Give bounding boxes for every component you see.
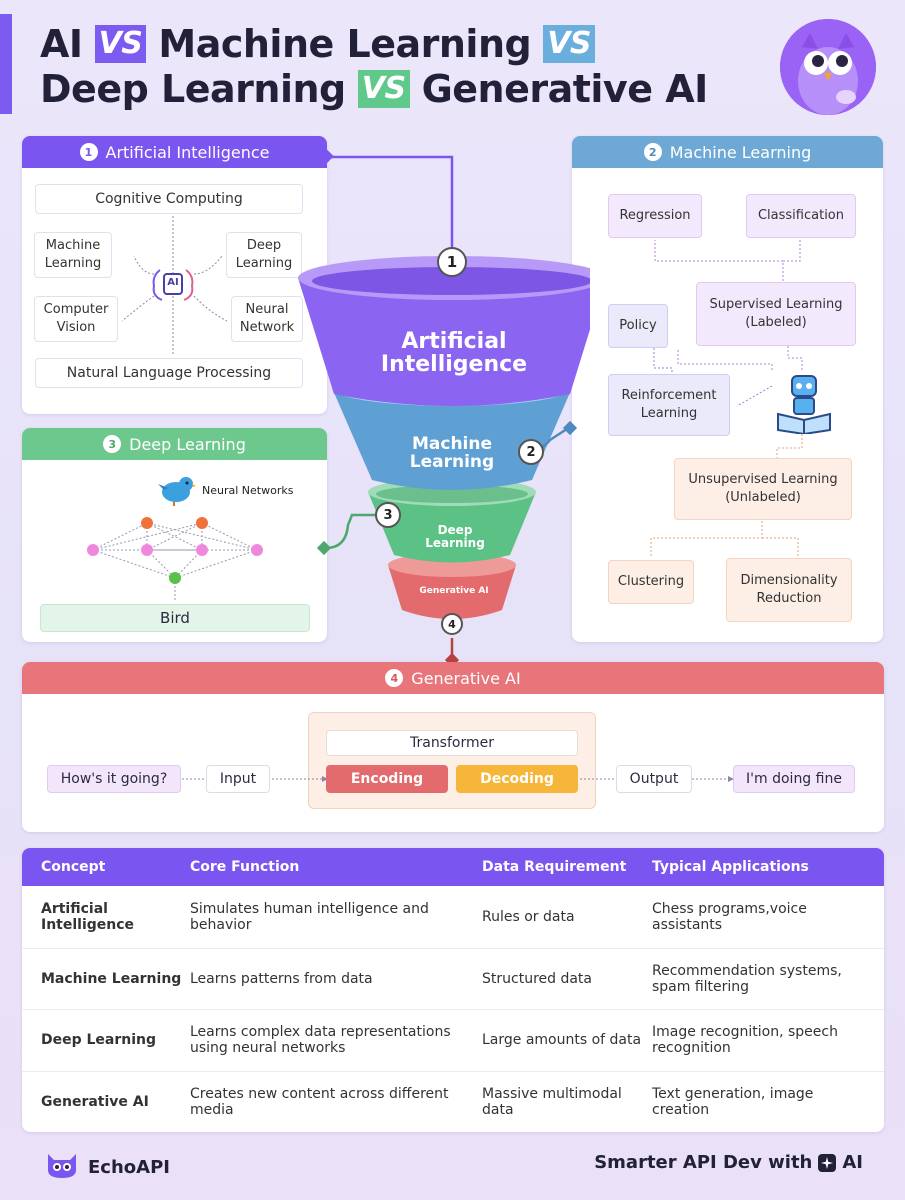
brand-name: EchoAPI <box>88 1157 170 1178</box>
vs-badge: VS <box>94 25 147 63</box>
dl-card-header: 3 Deep Learning <box>22 428 327 460</box>
policy-box: Policy <box>608 304 668 348</box>
table-row: Machine Learning Learns patterns from da… <box>22 947 884 1010</box>
ai-card-title: Artificial Intelligence <box>105 142 270 162</box>
title-accent-bar <box>0 14 12 114</box>
table-cell: Deep Learning <box>41 1032 157 1049</box>
ai-card: 1 Artificial Intelligence Cognitive Comp… <box>22 136 327 414</box>
table-cell: Simulates human intelligence and behavio… <box>190 900 429 933</box>
funnel-dl-label: Deep Learning <box>425 523 485 550</box>
table-cell: Image recognition, speech recognition <box>652 1024 838 1057</box>
reply-box: I'm doing fine <box>733 765 855 793</box>
neural-networks-label: Neural Networks <box>202 484 294 497</box>
neural-network-box: Neural Network <box>231 296 303 342</box>
title-machine-learning: Machine Learning <box>158 22 532 66</box>
title-generative-ai: Generative AI <box>421 67 709 111</box>
gen-ai-flow-arrows <box>182 776 734 782</box>
robot-reading-icon <box>774 372 834 436</box>
funnel-step-1-badge: 1 <box>437 247 467 277</box>
ml-card-title: Machine Learning <box>669 142 812 162</box>
owl-mascot-icon <box>780 19 876 115</box>
dl-card: 3 Deep Learning Neural Networks <box>22 428 327 642</box>
table-row: Artificial Intelligence Simulates human … <box>22 886 884 948</box>
clustering-box: Clustering <box>608 560 694 604</box>
gen-ai-card: 4 Generative AI How's it going? Input Tr… <box>22 662 884 832</box>
funnel-diagram <box>298 150 590 668</box>
input-box: Input <box>206 765 270 793</box>
table-cell: Recommendation systems, spam filtering <box>652 962 842 995</box>
tagline-text: Smarter API Dev with <box>594 1152 813 1173</box>
table-header-cell: Data Requirement <box>482 858 627 875</box>
nlp-box: Natural Language Processing <box>35 358 303 388</box>
machine-learning-box: Machine Learning <box>34 232 112 278</box>
funnel-step-2-badge: 2 <box>518 439 544 465</box>
dl-card-title: Deep Learning <box>129 434 246 454</box>
table-cell: Structured data <box>482 970 592 987</box>
dimensionality-reduction-box: Dimensionality Reduction <box>726 558 852 622</box>
ml-card-header: 2 Machine Learning <box>572 136 883 168</box>
table-row: Deep Learning Learns complex data repres… <box>22 1009 884 1071</box>
deep-learning-box: Deep Learning <box>226 232 302 278</box>
prompt-box: How's it going? <box>47 765 181 793</box>
page-title-line-2: Deep Learning VS Generative AI <box>40 67 708 111</box>
decoding-block: Decoding <box>456 765 578 793</box>
vs-badge: VS <box>357 70 410 108</box>
tagline-ai: AI <box>842 1152 863 1173</box>
table-cell: Creates new content across different med… <box>190 1085 449 1118</box>
table-cell: Text generation, image creation <box>652 1085 814 1118</box>
unsupervised-learning-box: Unsupervised Learning (Unlabeled) <box>674 458 852 520</box>
reinforcement-learning-box: Reinforcement Learning <box>608 374 730 436</box>
classification-box: Classification <box>746 194 856 238</box>
vs-badge: VS <box>543 25 596 63</box>
table-cell: Rules or data <box>482 908 575 925</box>
table-cell: Large amounts of data <box>482 1032 642 1049</box>
bird-output-box: Bird <box>40 604 310 632</box>
table-cell: Chess programs,voice assistants <box>652 900 807 933</box>
computer-vision-box: Computer Vision <box>34 296 118 342</box>
step-number: 2 <box>643 143 662 161</box>
funnel-step-3-badge: 3 <box>375 502 401 528</box>
transformer-label: Transformer <box>326 730 578 756</box>
table-cell: Massive multimodal data <box>482 1085 622 1118</box>
page-title-line-1: AI VS Machine Learning VS <box>40 22 607 66</box>
table-header-row: Concept Core Function Data Requirement T… <box>22 848 884 886</box>
table-header-cell: Core Function <box>190 858 300 875</box>
footer-brand[interactable]: EchoAPI <box>44 1150 170 1185</box>
table-cell: Artificial Intelligence <box>41 900 135 933</box>
ml-connector-lines <box>650 240 803 556</box>
encoding-block: Encoding <box>326 765 448 793</box>
ai-chip-label: AI <box>167 277 179 288</box>
step-number: 4 <box>385 669 404 687</box>
table-header-cell: Typical Applications <box>652 858 809 875</box>
step-number: 3 <box>103 435 122 453</box>
funnel-ai-label: Artificial Intelligence <box>380 329 528 378</box>
gen-ai-card-title: Generative AI <box>411 668 521 688</box>
echoapi-logo-icon <box>44 1150 80 1185</box>
table-header-cell: Concept <box>41 859 106 875</box>
funnel-step-4-badge: 4 <box>441 613 463 635</box>
output-box: Output <box>616 765 692 793</box>
table-row: Generative AI Creates new content across… <box>22 1070 884 1133</box>
ml-card: 2 Machine Learning Regression Classifica… <box>572 136 883 642</box>
sparkle-icon <box>818 1153 837 1172</box>
title-deep-learning: Deep Learning <box>40 67 346 111</box>
ai-card-header: 1 Artificial Intelligence <box>22 136 327 168</box>
cognitive-computing-box: Cognitive Computing <box>35 184 303 214</box>
table-cell: Learns complex data representations usin… <box>190 1024 451 1057</box>
table-cell: Generative AI <box>41 1093 149 1110</box>
table-cell: Machine Learning <box>41 970 182 987</box>
table-cell: Learns patterns from data <box>190 970 373 987</box>
step-number: 1 <box>79 143 98 161</box>
funnel-gen-label: Generative AI <box>419 586 489 596</box>
funnel-ml-label: Machine Learning <box>409 434 495 472</box>
regression-box: Regression <box>608 194 702 238</box>
gen-ai-card-header: 4 Generative AI <box>22 662 884 694</box>
title-ai: AI <box>40 22 83 66</box>
ai-chip-icon: AI <box>150 264 196 304</box>
comparison-table: Concept Core Function Data Requirement T… <box>22 848 884 1132</box>
neural-network-diagram <box>87 517 263 600</box>
supervised-learning-box: Supervised Learning (Labeled) <box>696 282 856 346</box>
bird-icon <box>158 472 196 510</box>
footer-tagline: Smarter API Dev with AI <box>594 1152 863 1173</box>
